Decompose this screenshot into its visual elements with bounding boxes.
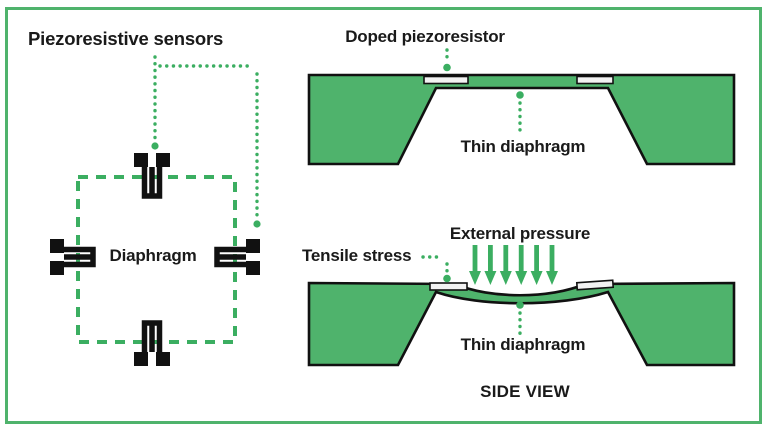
leader-dot-thin-diaphragm-rest: [516, 91, 524, 99]
piezoresistor-sensor-left-icon: [50, 239, 96, 275]
silicon-cross-section-pressed: [307, 281, 736, 367]
piezoresistor-sensor-right-icon: [214, 239, 260, 275]
external-pressure-arrows: [469, 245, 558, 285]
leader-line-tensile-stress: [421, 255, 449, 274]
leader-dot-doped-piezoresistor: [443, 63, 451, 72]
leader-dot-top-sensor: [151, 142, 159, 150]
doped-piezoresistor-right-rest: [576, 75, 614, 85]
external-pressure-label: External pressure: [449, 224, 591, 243]
leader-dot-thin-diaphragm-pressed: [516, 301, 524, 309]
leader-dot-right-sensor: [253, 220, 261, 228]
side-view-caption: SIDE VIEW: [480, 382, 570, 401]
doped-piezoresistor-left-pressed: [429, 282, 468, 291]
tensile-stress-label: Tensile stress: [302, 246, 412, 265]
thin-diaphragm-label-rest: Thin diaphragm: [460, 137, 586, 156]
pressure-arrow-icon: [546, 245, 558, 285]
pressure-arrow-icon: [530, 245, 543, 285]
thin-diaphragm-label-pressed: Thin diaphragm: [460, 335, 586, 354]
pressure-arrow-icon: [499, 245, 512, 285]
doped-piezoresistor-right-pressed: [575, 279, 615, 291]
pressure-arrow-icon: [515, 245, 528, 285]
doped-piezoresistor-label: Doped piezoresistor: [345, 27, 505, 46]
doped-piezoresistor-left-rest: [423, 75, 469, 85]
pressure-arrow-icon: [469, 245, 481, 285]
leader-line-to-right-sensor: [158, 64, 259, 219]
leader-dot-tensile-stress: [443, 274, 451, 283]
diaphragm-label: Diaphragm: [109, 246, 197, 265]
piezoresistive-sensors-label: Piezoresistive sensors: [28, 28, 224, 49]
silicon-cross-section-rest: [307, 73, 736, 166]
pressure-arrow-icon: [484, 245, 497, 285]
